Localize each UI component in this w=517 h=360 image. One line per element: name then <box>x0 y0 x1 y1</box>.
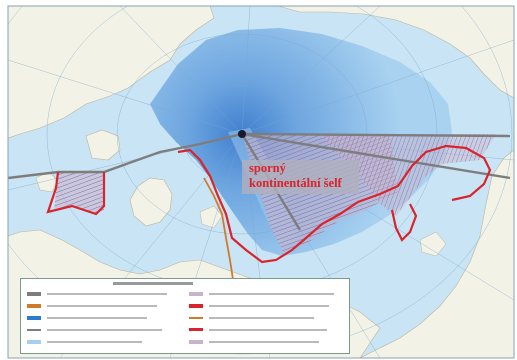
map-legend <box>20 278 350 354</box>
island-left <box>85 129 121 161</box>
island-small-1 <box>199 205 223 229</box>
land-right <box>359 149 514 358</box>
island-greenland <box>129 177 173 227</box>
disputed-area-left <box>54 172 104 214</box>
legend-text-5 <box>47 341 142 343</box>
map-border <box>7 5 515 359</box>
disputed-shelf-caption: sporný kontinentální šelf <box>242 160 359 194</box>
legend-text-9 <box>209 329 327 331</box>
legend-row-9 <box>189 327 339 333</box>
blue-line-swatch <box>27 316 41 320</box>
legend-row-10 <box>189 339 339 345</box>
pink-area-swatch <box>189 340 203 344</box>
orange-thin-swatch <box>189 317 203 319</box>
legend-row-1 <box>27 291 177 297</box>
legend-text-8 <box>209 317 314 319</box>
legend-row-2 <box>27 303 177 309</box>
red-thick-swatch <box>189 328 203 331</box>
legend-text-2 <box>47 305 157 307</box>
legend-row-6 <box>189 291 339 297</box>
legend-row-4 <box>27 327 177 333</box>
caption-line-2: kontinentální šelf <box>249 175 342 190</box>
hatched-area-swatch <box>189 292 203 296</box>
legend-text-3 <box>47 317 147 319</box>
orange-line-swatch <box>27 304 41 308</box>
land-top-left <box>8 6 215 139</box>
red-claim-swatch <box>189 304 203 308</box>
legend-text-1 <box>47 293 167 295</box>
legend-text-4 <box>47 329 162 331</box>
legend-title-placeholder <box>113 282 193 285</box>
legend-text-7 <box>209 305 329 307</box>
caption-line-1: sporný <box>249 161 286 175</box>
gray-thin-swatch <box>27 329 41 331</box>
legend-text-6 <box>209 293 334 295</box>
gray-boundary-swatch <box>27 292 41 296</box>
blue-area-swatch <box>27 340 41 344</box>
legend-row-7 <box>189 303 339 309</box>
north-pole-marker <box>238 130 246 138</box>
legend-row-5 <box>27 339 177 345</box>
legend-text-10 <box>209 341 319 343</box>
legend-row-8 <box>189 315 339 321</box>
claim-lines <box>46 144 492 264</box>
legend-row-3 <box>27 315 177 321</box>
island-small-3 <box>419 231 447 257</box>
land-top-right <box>277 6 514 99</box>
